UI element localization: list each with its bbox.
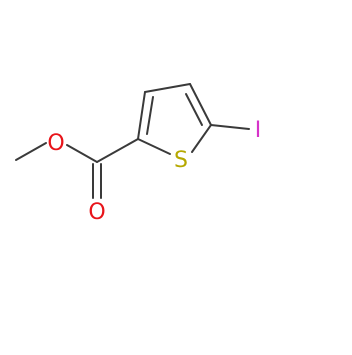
atom-sulfur: S	[174, 148, 188, 173]
bond-ring-c2-c3	[137, 91, 146, 140]
bond-oxygen-carbonyl-carbon	[66, 144, 98, 163]
bond-ring-c4-c5-inner	[185, 93, 203, 126]
bond-ring-iodine	[210, 124, 250, 130]
bond-carbonyl-ring	[96, 138, 139, 163]
atom-oxygen-ester: O	[47, 131, 64, 156]
bond-ring-c4-c5	[189, 83, 212, 126]
atom-oxygen-carbonyl: O	[88, 200, 105, 225]
bond-ring-c3-c4	[144, 83, 191, 93]
bond-ring-c2-sulfur	[137, 138, 171, 155]
atom-iodine: I	[255, 118, 262, 143]
bond-methyl-oxygen	[15, 142, 47, 161]
bond-ring-c5-sulfur	[191, 124, 212, 153]
bond-ring-c2-c3-inner	[146, 96, 154, 135]
